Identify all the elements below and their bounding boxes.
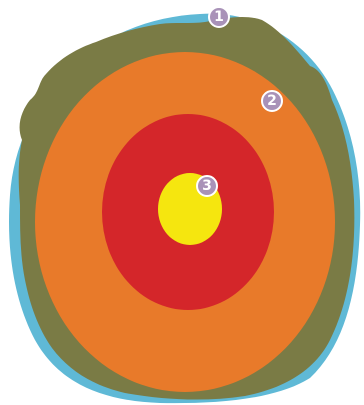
marker-2-label: 2 [267,93,277,109]
marker-1-label: 1 [214,9,224,25]
marker-3: 3 [197,176,217,196]
marker-2: 2 [262,91,282,111]
marker-1: 1 [209,7,229,27]
marker-3-label: 3 [202,178,212,194]
